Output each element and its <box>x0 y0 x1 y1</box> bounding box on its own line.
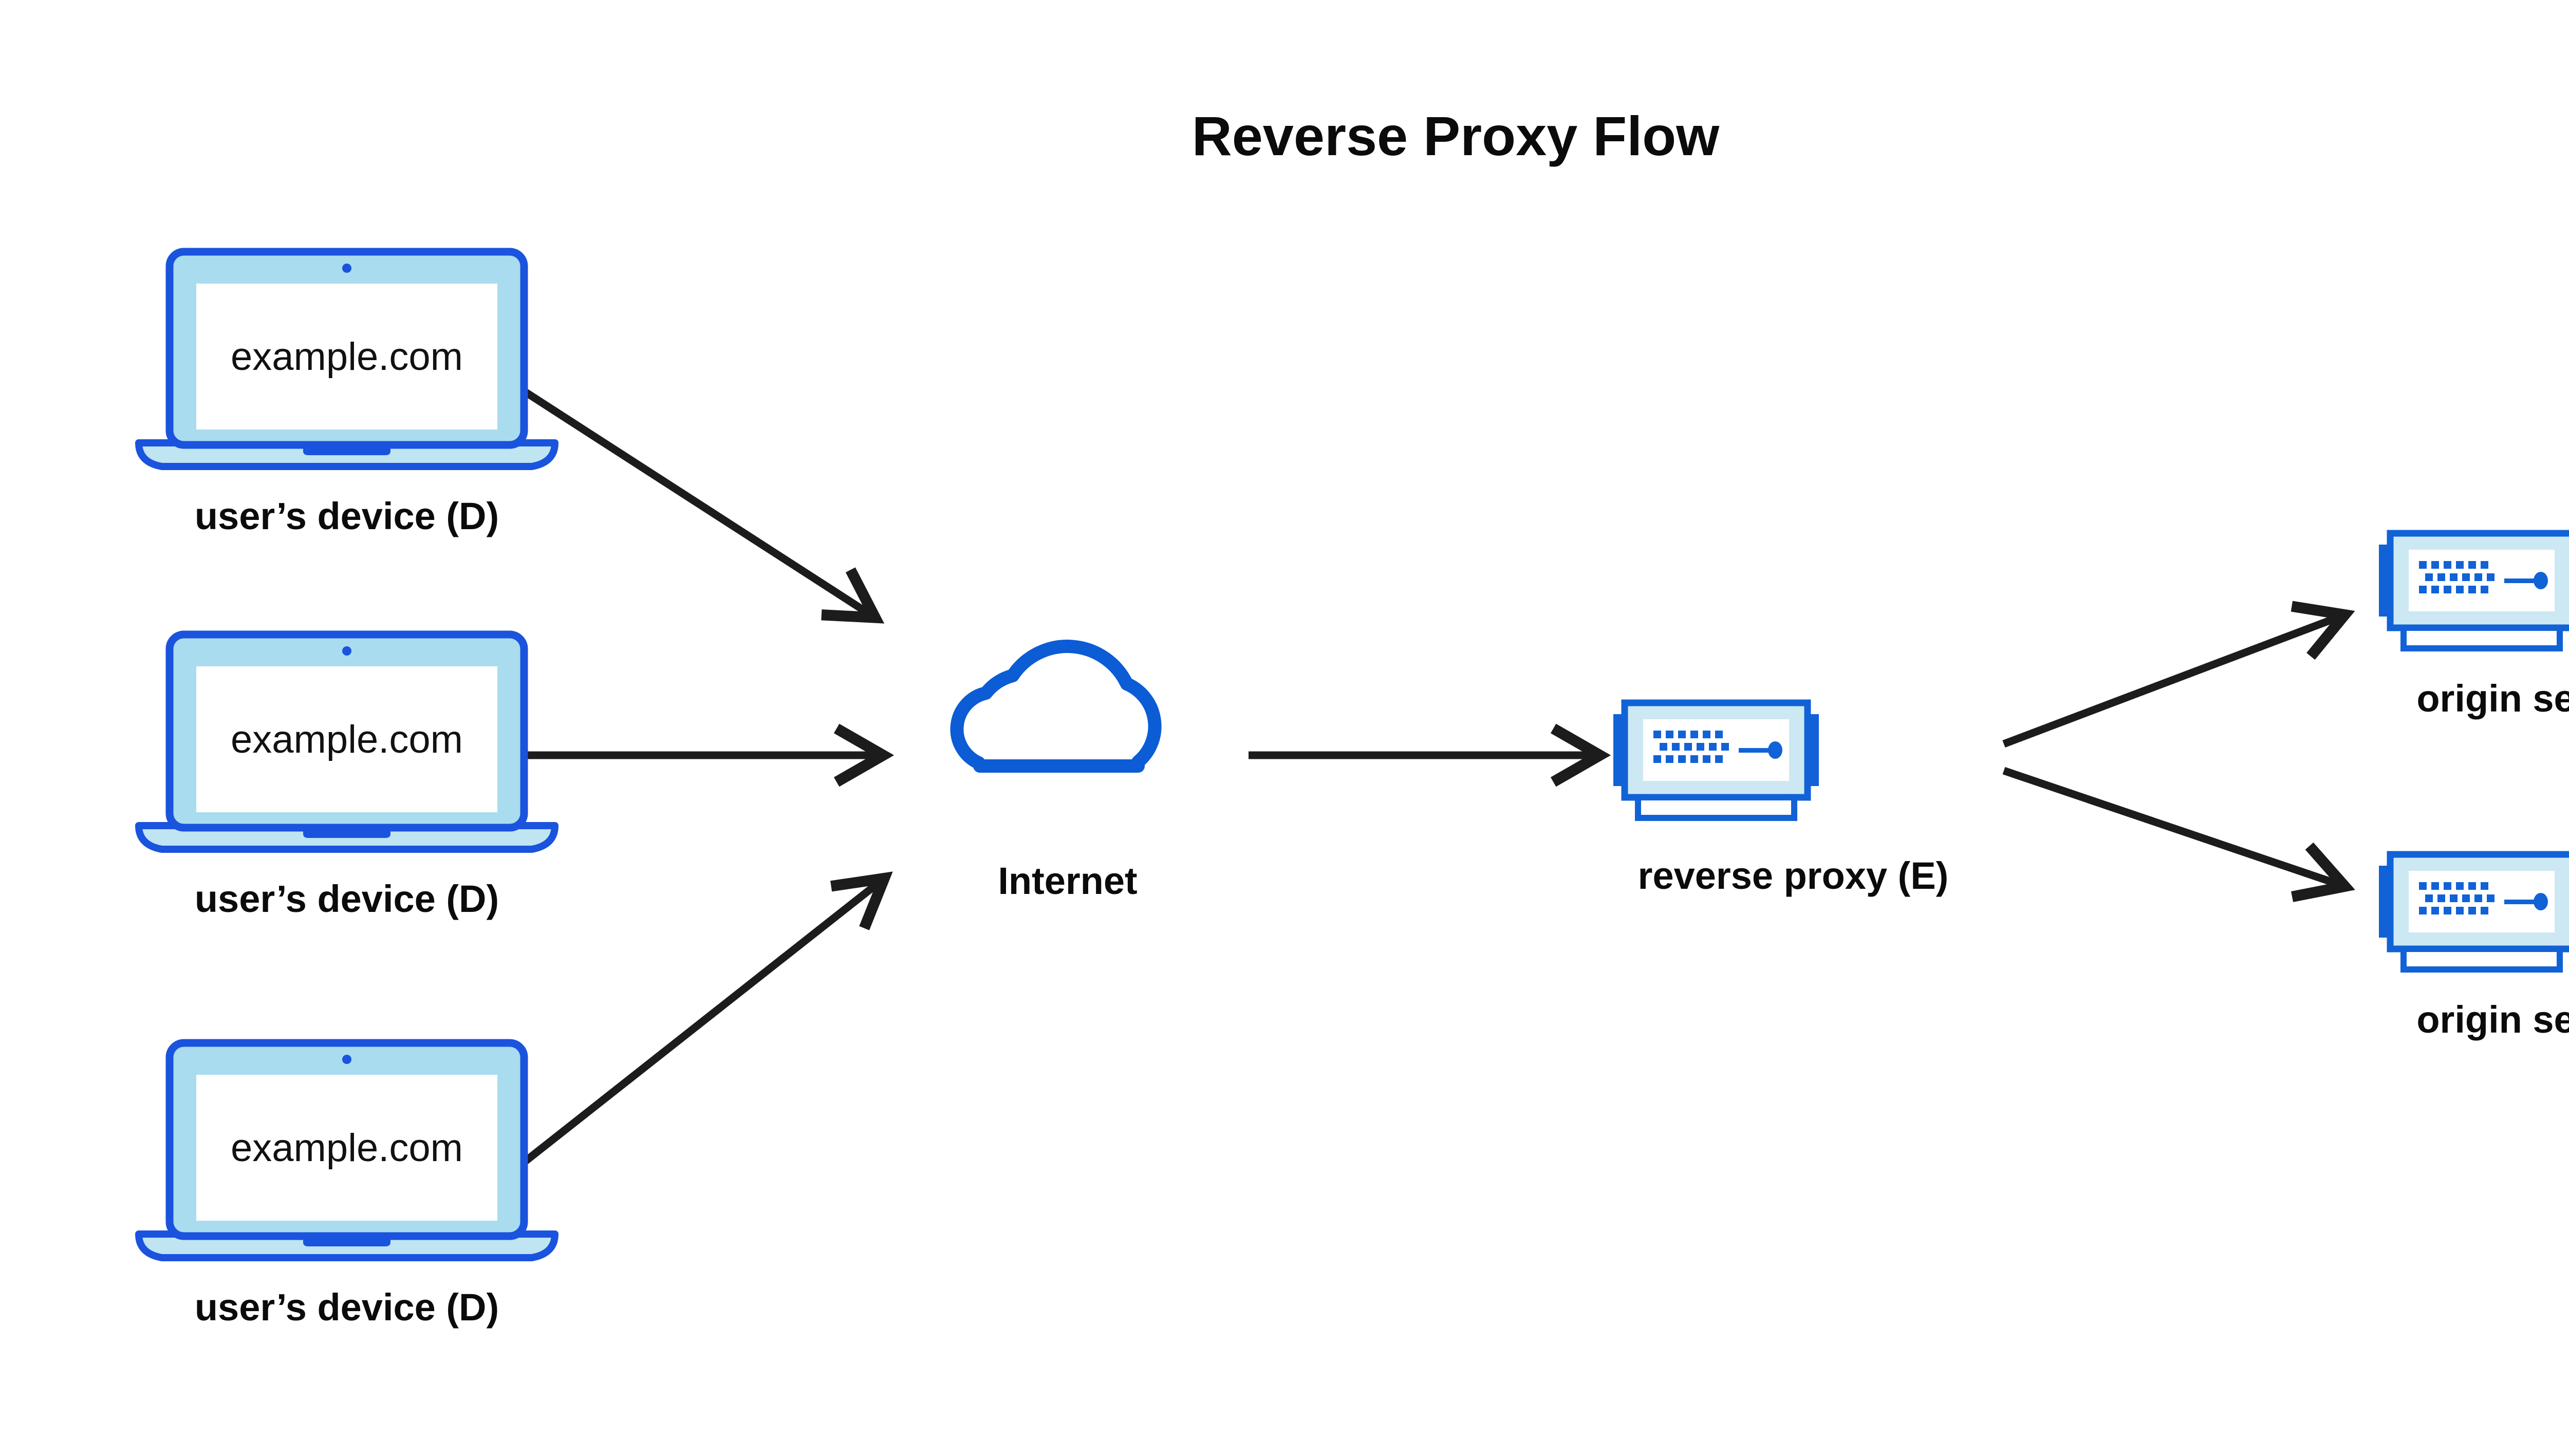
node-internet[interactable]: Internet <box>957 646 1155 902</box>
edges-layer <box>516 384 2355 1169</box>
node-user-device-3[interactable]: example.com user’s device (D) <box>139 1043 555 1329</box>
device-screen-text: example.com <box>231 1126 463 1170</box>
node-label-reverse-proxy: reverse proxy (E) <box>1638 854 1949 897</box>
node-label-user-device-3: user’s device (D) <box>195 1286 499 1329</box>
edge-device1-to-internet <box>516 384 885 624</box>
edge-reverse-proxy-to-origin1 <box>2002 601 2355 748</box>
node-origin-server-1[interactable]: origin server (F) <box>2379 533 2569 720</box>
node-reverse-proxy[interactable]: reverse proxy (E) <box>1613 703 1948 897</box>
node-user-device-2[interactable]: example.com user’s device (D) <box>139 634 555 920</box>
edge-device3-to-internet <box>516 871 893 1169</box>
node-origin-server-2[interactable]: origin server (F) <box>2379 854 2569 1041</box>
node-label-user-device-2: user’s device (D) <box>195 878 499 920</box>
page-title: Reverse Proxy Flow <box>1192 105 1720 167</box>
cloud-icon <box>957 646 1155 766</box>
server-icon <box>1613 703 1819 818</box>
node-user-device-1[interactable]: example.com user’s device (D) <box>139 252 555 537</box>
node-label-origin-server-2: origin server (F) <box>2416 998 2569 1041</box>
server-icon <box>2379 854 2569 969</box>
edge-reverse-proxy-to-origin2 <box>2002 767 2355 902</box>
node-label-internet: Internet <box>998 860 1137 902</box>
server-icon <box>2379 533 2569 648</box>
node-label-origin-server-1: origin server (F) <box>2416 677 2569 720</box>
device-screen-text: example.com <box>231 335 463 379</box>
node-label-user-device-1: user’s device (D) <box>195 495 499 537</box>
device-screen-text: example.com <box>231 718 463 761</box>
